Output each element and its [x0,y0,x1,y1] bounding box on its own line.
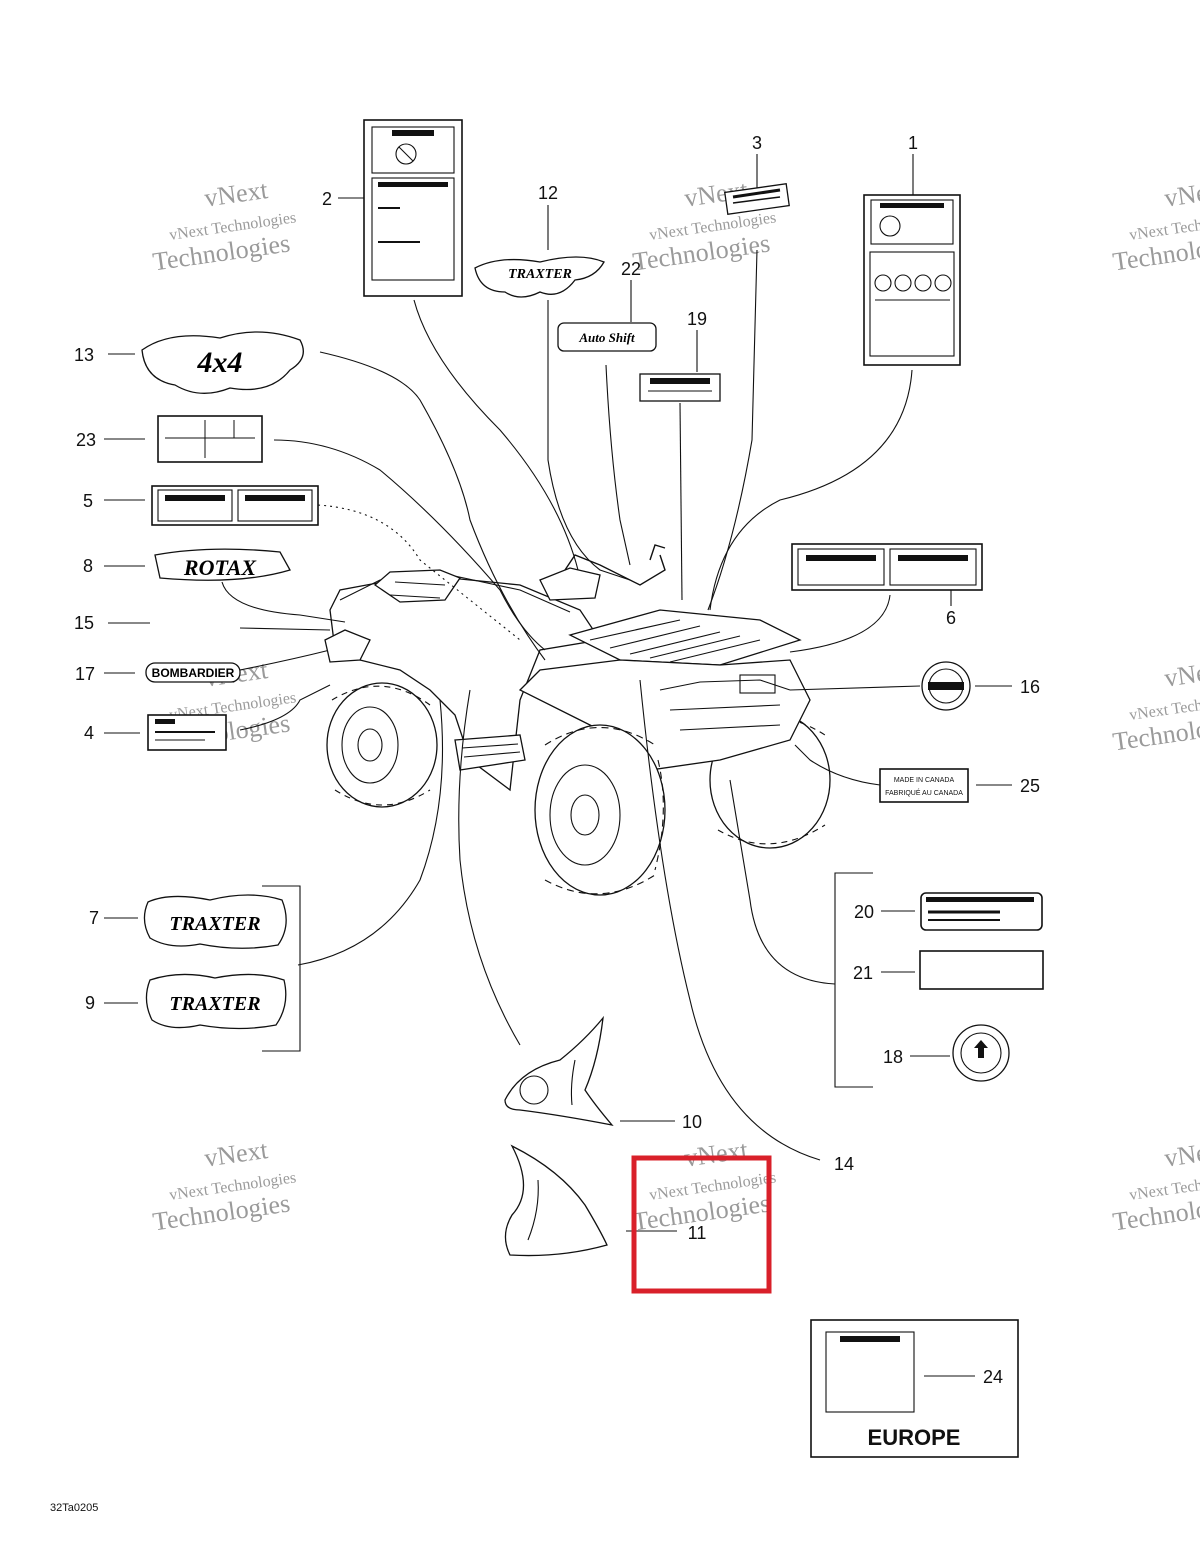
callout-lines [104,154,1012,1377]
callout-numbers: 1 2 3 4 5 6 7 8 9 10 11 12 13 14 15 16 1… [74,133,1040,1387]
four-by-four-logo-text: 4x4 [197,346,243,379]
callout-15: 15 [74,613,94,633]
decal-item-16 [921,661,971,711]
callout-10: 10 [682,1112,702,1132]
callout-13: 13 [74,345,94,365]
watermark-mid-right: vNext vNext Technologies Technologies [1111,655,1200,756]
callout-17: 17 [75,664,95,684]
callout-1: 1 [908,133,918,153]
watermark-line1: vNext [1163,655,1200,693]
callout-9: 9 [85,993,95,1013]
reference-code: 32Ta0205 [50,1502,98,1514]
decal-item-5 [151,485,319,526]
watermark-bottom-center: vNext vNext Technologies Technologies [631,1135,777,1236]
decal-item-21 [919,950,1044,990]
traxter-logo-text: TRAXTER [169,913,260,935]
decal-item-23 [157,415,263,463]
decal-item-10 [504,1015,614,1126]
watermark-top-right: vNext vNext Technologies Technologies [1111,175,1200,276]
rotax-logo-text: ROTAX [183,555,257,580]
decal-item-6 [791,543,983,591]
callout-3: 3 [752,133,762,153]
watermark-line1: vNext [1163,175,1200,213]
decal-item-2 [363,119,463,297]
callout-16: 16 [1020,677,1040,697]
made-in-canada-text: MADE IN CANADA [894,777,955,784]
autoshift-logo-text: Auto Shift [578,330,635,345]
decal-item-1 [863,194,961,366]
rear-wheel [326,682,438,808]
decal-item-13: 4x4 [141,331,304,394]
watermark-line1: vNext [1163,1135,1200,1173]
decal-item-22: Auto Shift [557,322,657,352]
watermark-line1: vNext [683,1135,751,1173]
decal-item-4 [147,714,227,751]
decal-item-17: BOMBARDIER [145,662,241,683]
decal-item-12: TRAXTER [474,256,605,298]
callout-23: 23 [76,430,96,450]
atv-body [329,544,811,792]
callout-22: 22 [621,259,641,279]
callout-18: 18 [883,1047,903,1067]
callout-19: 19 [687,309,707,329]
europe-label: EUROPE [868,1425,961,1450]
traxter-logo-text: TRAXTER [169,993,260,1015]
callout-2: 2 [322,189,332,209]
bombardier-logo-text: BOMBARDIER [152,666,235,680]
callout-11: 11 [688,1223,707,1243]
callout-7: 7 [89,908,99,928]
fabrique-au-canada-text: FABRIQUÉ AU CANADA [885,788,963,797]
decal-item-25: MADE IN CANADA FABRIQUÉ AU CANADA [879,768,969,803]
decal-item-11 [504,1144,608,1257]
decal-item-3 [724,183,790,215]
brackets [262,872,873,1088]
atv-illustration [326,544,831,896]
decal-item-15 [324,629,371,663]
watermark-line1: vNext [203,175,271,213]
decal-item-9: TRAXTER [145,973,287,1030]
callout-21: 21 [853,963,873,983]
decal-item-18 [952,1024,1010,1082]
watermark-bottom-left: vNext vNext Technologies Technologies [151,1135,297,1236]
front-left-wheel [534,724,666,896]
callout-24: 24 [983,1367,1003,1387]
callout-25: 25 [1020,776,1040,796]
callout-12: 12 [538,183,558,203]
callout-20: 20 [854,902,874,922]
watermark-top-left: vNext vNext Technologies Technologies [151,175,297,276]
watermark-bottom-right: vNext vNext Technologies Technologies [1111,1135,1200,1236]
decal-item-24: EUROPE [810,1319,1019,1458]
decal-item-20 [920,892,1043,931]
callout-4: 4 [84,723,94,743]
decal-item-19 [639,373,721,402]
callout-8: 8 [83,556,93,576]
decal-item-7: TRAXTER [143,894,287,949]
traxter-logo-text: TRAXTER [508,267,572,282]
highlight-box [631,1155,772,1294]
watermark-line1: vNext [203,1135,271,1173]
callout-5: 5 [83,491,93,511]
leader-lines [108,249,921,1161]
callout-6: 6 [946,608,956,628]
decal-item-8: ROTAX [154,548,291,581]
callout-14: 14 [834,1154,854,1174]
